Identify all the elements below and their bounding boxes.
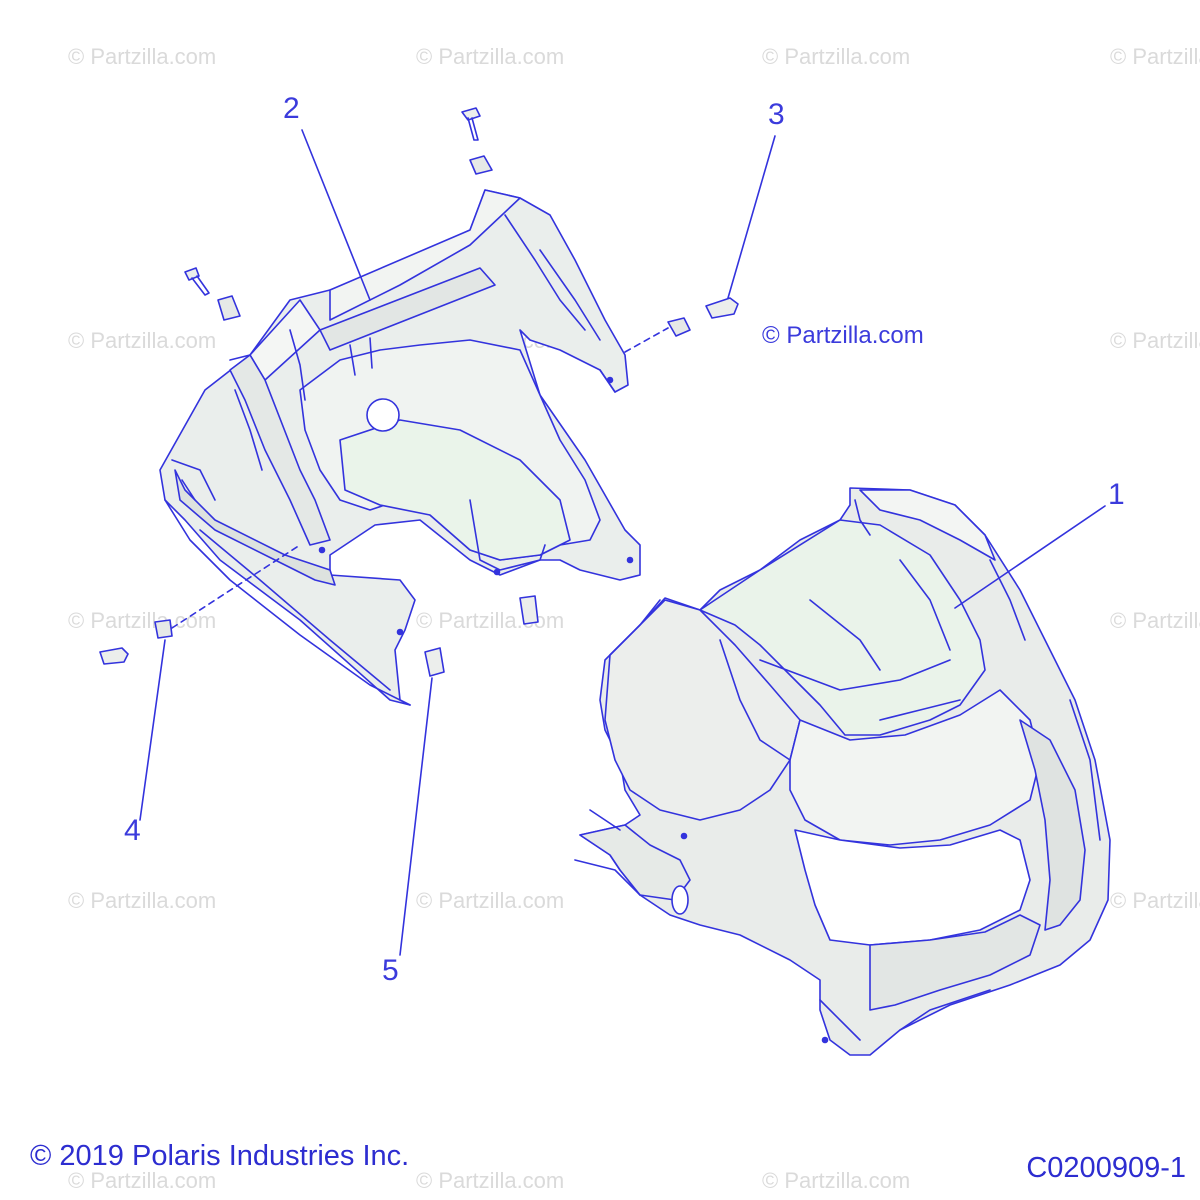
watermark: © Partzilla.com [1110,44,1200,69]
assembly-lines [171,327,669,629]
part-2-upper-shroud [159,189,641,706]
watermark: © Partzilla.com [1110,608,1200,633]
fasteners [99,107,739,677]
watermark: © Partzilla.com [1110,328,1200,353]
part-1-lower-hood [574,487,1111,1056]
watermark: © Partzilla.com [762,44,911,69]
watermark: © Partzilla.com [68,44,217,69]
watermark: © Partzilla.com [68,888,217,913]
callout-5: 5 [382,954,399,987]
copyright-notice: © 2019 Polaris Industries Inc. [30,1140,410,1172]
watermark: © Partzilla.com [416,44,565,69]
callout-2: 2 [283,92,300,125]
leader-lines [139,129,1106,956]
watermark: © Partzilla.com [68,328,217,353]
watermark: © Partzilla.com [762,1168,911,1193]
watermark: © Partzilla.com [68,1168,217,1193]
watermark: © Partzilla.com [68,608,217,633]
watermark: © Partzilla.com [416,1168,565,1193]
watermark: © Partzilla.com [416,888,565,913]
callout-1: 1 [1108,478,1125,511]
watermark: © Partzilla.com [416,608,565,633]
inline-watermark: © Partzilla.com [762,322,924,349]
watermark: © Partzilla.com [1110,888,1200,913]
diagram-code: C0200909-1 [1026,1152,1186,1184]
callout-3: 3 [768,98,785,131]
callout-4: 4 [124,814,141,847]
